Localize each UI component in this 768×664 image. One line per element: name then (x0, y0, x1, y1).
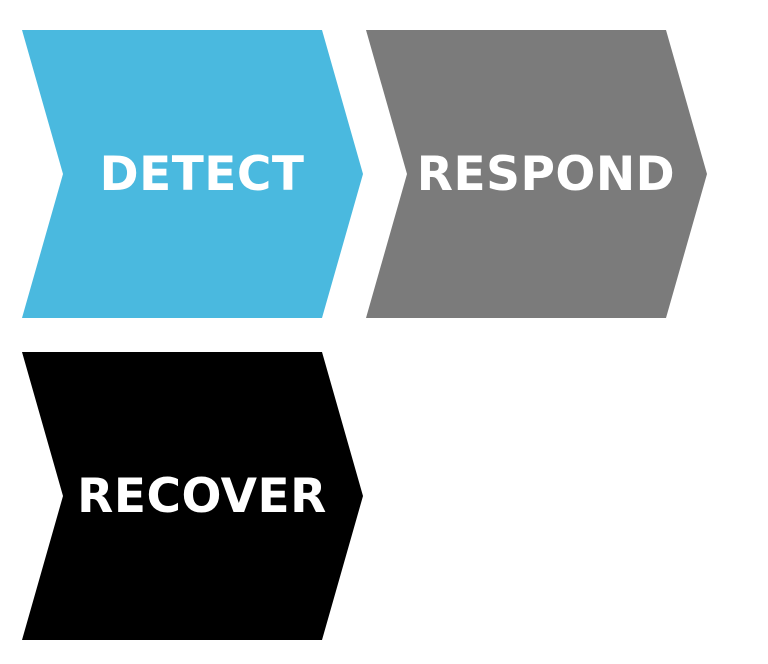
step-recover: RECOVER (22, 352, 363, 640)
recover-label: RECOVER (77, 468, 327, 524)
detect-chevron-fill (22, 30, 363, 318)
detect-chevron-shape (22, 30, 363, 318)
respond-label: RESPOND (416, 146, 676, 202)
detect-label: DETECT (99, 146, 305, 202)
recover-chevron-shape (22, 352, 363, 640)
step-detect: DETECT (22, 30, 363, 318)
step-respond: RESPOND (366, 30, 707, 318)
recover-chevron-fill (22, 352, 363, 640)
respond-chevron-shape (366, 30, 707, 318)
respond-chevron-fill (366, 30, 707, 318)
